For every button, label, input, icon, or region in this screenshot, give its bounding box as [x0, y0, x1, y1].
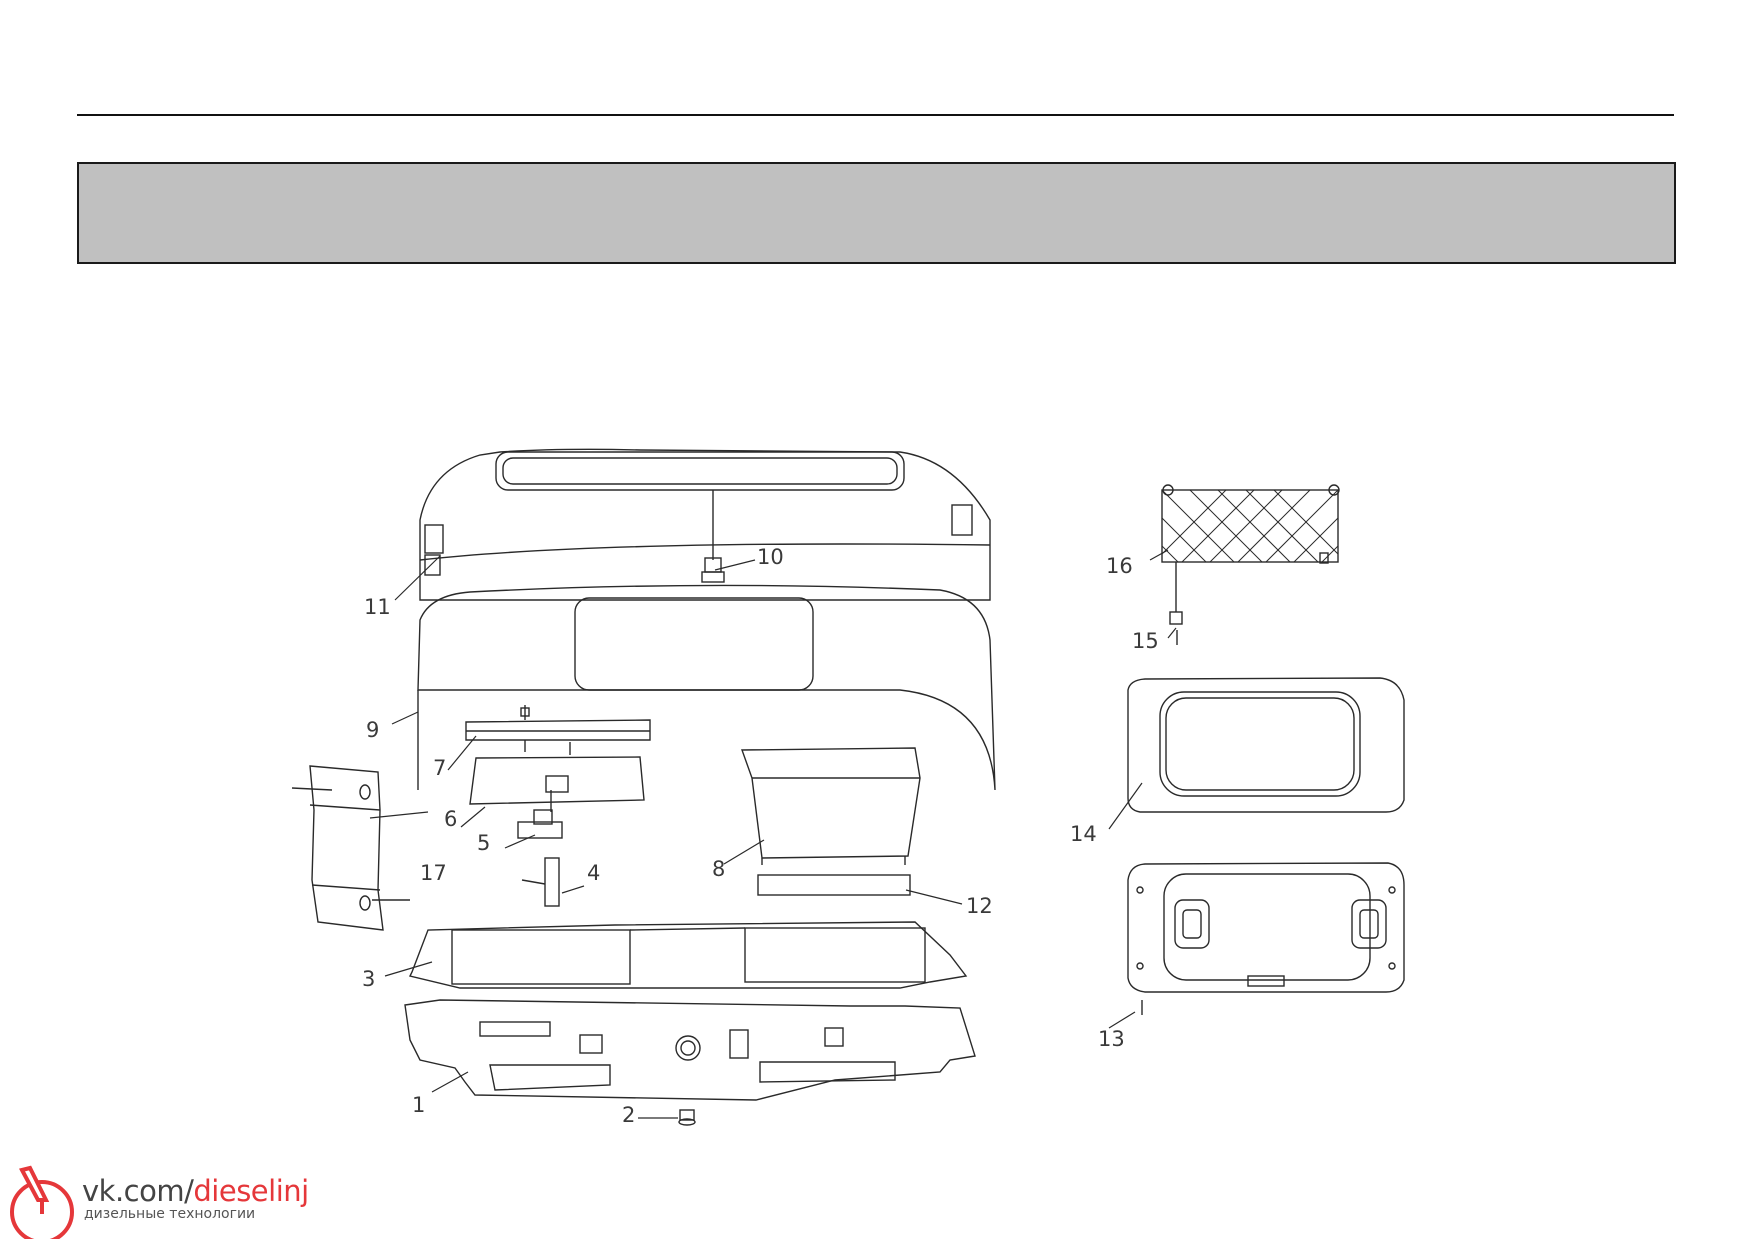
title-banner — [77, 162, 1676, 264]
part-16-storage-net — [1161, 484, 1340, 564]
callout-7: 7 — [433, 756, 446, 780]
callout-8: 8 — [712, 857, 725, 881]
part-15-fastener — [1169, 562, 1183, 645]
fuel-injector-logo-icon — [10, 1165, 74, 1239]
part-5-lamp — [517, 790, 563, 839]
part-10-clip — [701, 490, 725, 583]
callout-2: 2 — [622, 1103, 635, 1127]
part-12-strip — [757, 874, 911, 896]
callout-1: 1 — [412, 1093, 425, 1117]
watermark-subtitle: дизельные технологии — [84, 1206, 256, 1222]
callout-10: 10 — [757, 545, 784, 569]
part-9-headliner-panel — [417, 584, 996, 791]
callout-5: 5 — [477, 831, 490, 855]
part-13-overhead-panel — [1127, 862, 1405, 1015]
callout-13: 13 — [1098, 1027, 1125, 1051]
callout-12: 12 — [966, 894, 993, 918]
callout-labels: 1 2 3 4 5 6 7 8 9 10 11 12 13 14 15 16 1… — [362, 545, 1159, 1127]
callout-16: 16 — [1106, 554, 1133, 578]
callout-9: 9 — [366, 718, 379, 742]
part-2-screw — [678, 1109, 696, 1126]
callout-15: 15 — [1132, 629, 1159, 653]
part-1-roof-console — [404, 999, 976, 1101]
leader-lines — [369, 549, 1177, 1119]
callout-6: 6 — [444, 807, 457, 831]
part-7-rail — [465, 705, 651, 752]
part-11-upper-cover — [419, 448, 991, 601]
part-3-console-frame — [408, 921, 968, 989]
part-4-bracket-clip — [521, 857, 560, 907]
part-8-storage-box — [741, 747, 921, 865]
header-rule — [77, 114, 1674, 116]
callout-11: 11 — [364, 595, 391, 619]
callout-3: 3 — [362, 967, 375, 991]
callout-14: 14 — [1070, 822, 1097, 846]
watermark-url: vk.com/dieselinj — [82, 1174, 309, 1208]
callout-17: 17 — [420, 861, 447, 885]
callout-4: 4 — [587, 861, 600, 885]
part-17-bracket — [291, 765, 410, 931]
part-14-sunroof-cover — [1127, 677, 1405, 813]
part-6-base-plate — [469, 742, 645, 805]
